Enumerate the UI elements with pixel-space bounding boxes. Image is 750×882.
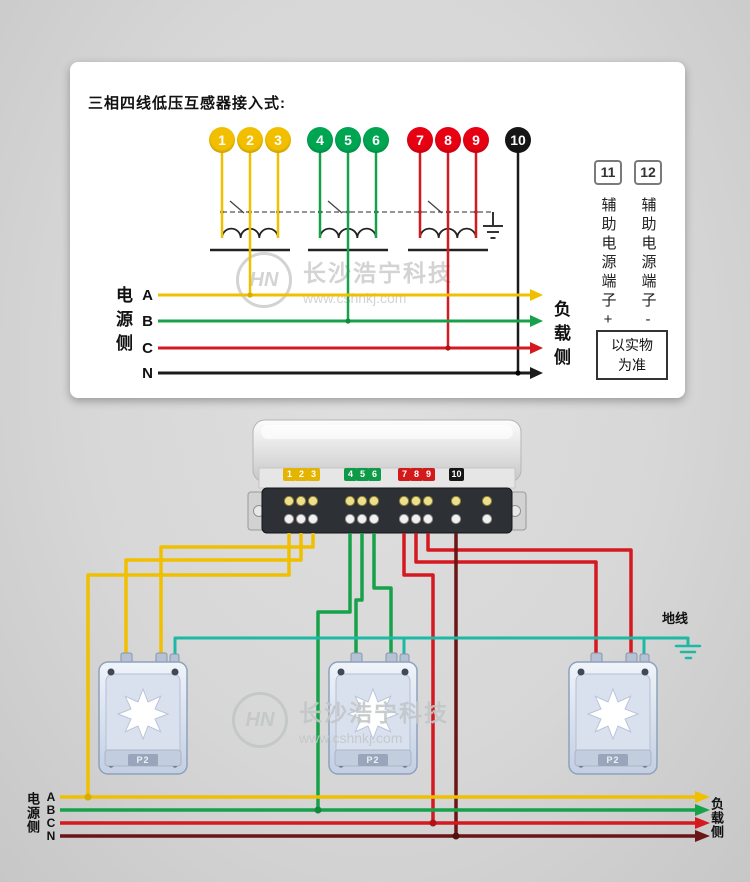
schematic-terminal-8: 8 xyxy=(435,127,461,153)
terminal-block xyxy=(261,487,513,534)
bus-arrow-n xyxy=(695,830,710,842)
phase-c-wires xyxy=(402,533,633,823)
phase-a-wires xyxy=(86,533,315,797)
wire-yellow-voltage-tap xyxy=(86,533,291,797)
meter-terminal-tag-7: 7 xyxy=(398,468,411,481)
arrow-a xyxy=(530,289,543,301)
bus-letter-a: A xyxy=(46,790,56,804)
note-line-2: 为准 xyxy=(618,357,646,373)
schematic-terminal-3: 3 xyxy=(265,127,291,153)
meter-terminal-tag-8: 8 xyxy=(410,468,423,481)
meter-terminal-tag-1: 1 xyxy=(283,468,296,481)
schematic-terminal-2: 2 xyxy=(237,127,263,153)
meter-terminal-tag-2: 2 xyxy=(295,468,308,481)
arrow-n xyxy=(530,367,543,379)
bus-arrow-b xyxy=(695,804,710,816)
arrow-c xyxy=(530,342,543,354)
ct-2-label: P2 xyxy=(358,754,388,766)
phase-line-arrows xyxy=(530,289,543,379)
ground-symbol-schematic xyxy=(483,212,503,239)
meter-terminal-tag-5: 5 xyxy=(356,468,369,481)
meter-terminal-tag-4: 4 xyxy=(344,468,357,481)
schematic-terminal-6: 6 xyxy=(363,127,389,153)
schematic-terminal-7: 7 xyxy=(407,127,433,153)
bus-lines xyxy=(60,795,695,838)
source-side-label: 电源侧 xyxy=(113,286,132,358)
schematic-panel: HN 长沙浩宁科技 www.cshnkj.com xyxy=(70,62,685,398)
terminal-screws-top-row xyxy=(283,495,493,507)
wire-red-voltage-tap xyxy=(402,533,435,823)
aux-terminal-12-number: 12 xyxy=(634,160,662,185)
meter-terminal-tag-10: 10 xyxy=(449,468,464,481)
phase-b-wires xyxy=(316,533,393,810)
schematic-terminal-5: 5 xyxy=(335,127,361,153)
bus-letter-b: B xyxy=(46,803,56,817)
wire-red-ct3-s1 xyxy=(414,533,598,656)
aux-terminals: 11 辅助电源端子+ 12 辅助电源端子- xyxy=(594,160,662,332)
bus-junction-dots xyxy=(84,793,460,840)
aux-terminal-12-label: 辅助电源端子- xyxy=(639,197,657,332)
bus-arrow-a xyxy=(695,791,710,803)
aux-terminal-11-number: 11 xyxy=(594,160,622,185)
aux-terminal-11: 11 辅助电源端子+ xyxy=(594,160,622,332)
note-line-1: 以实物 xyxy=(611,337,653,353)
load-side-label-bottom: 负载侧 xyxy=(709,797,724,839)
schematic-terminal-1: 1 xyxy=(209,127,235,153)
schematic-terminal-4: 4 xyxy=(307,127,333,153)
meter-terminal-tag-9: 9 xyxy=(422,468,435,481)
wire-ground-main xyxy=(173,636,690,656)
bus-letter-c: C xyxy=(46,816,56,830)
aux-terminal-11-label: 辅助电源端子+ xyxy=(599,197,617,332)
meter-terminal-tag-6: 6 xyxy=(368,468,381,481)
ct-1-label: P2 xyxy=(128,754,158,766)
wire-green-ct2-s1 xyxy=(354,533,364,656)
source-side-label-bottom: 电源侧 xyxy=(25,792,40,834)
terminal-drop-wires xyxy=(220,142,520,373)
meter-terminal-tag-3: 3 xyxy=(307,468,320,481)
phase-letter-a: A xyxy=(142,287,153,304)
ct-3-label: P2 xyxy=(598,754,628,766)
schematic-terminal-10: 10 xyxy=(505,127,531,153)
phase-letter-n: N xyxy=(142,365,153,382)
bus-arrows xyxy=(695,791,710,842)
tap-junction-dots xyxy=(247,292,521,376)
load-side-label: 负载侧 xyxy=(551,300,570,372)
schematic-graphic xyxy=(158,142,543,379)
bus-arrow-c xyxy=(695,817,710,829)
terminal-screws-bottom-row xyxy=(283,513,493,525)
aux-terminal-12: 12 辅助电源端子- xyxy=(634,160,662,332)
wire-red-ct3-s2 xyxy=(426,533,633,656)
wire-green-ct2-s2 xyxy=(372,533,393,656)
bus-letter-n: N xyxy=(46,829,56,843)
wire-green-voltage-tap xyxy=(316,533,352,810)
wire-yellow-ct1-s2 xyxy=(159,533,315,656)
note-box: 以实物 为准 xyxy=(596,330,668,380)
ground-wires xyxy=(173,636,690,656)
schematic-title: 三相四线低压互感器接入式: xyxy=(88,95,286,113)
ground-symbol xyxy=(674,644,702,660)
arrow-b xyxy=(530,315,543,327)
phase-letter-b: B xyxy=(142,313,153,330)
schematic-terminal-9: 9 xyxy=(463,127,489,153)
ground-label: 地线 xyxy=(662,611,689,626)
phase-lines xyxy=(158,293,530,375)
phase-letter-c: C xyxy=(142,340,153,357)
